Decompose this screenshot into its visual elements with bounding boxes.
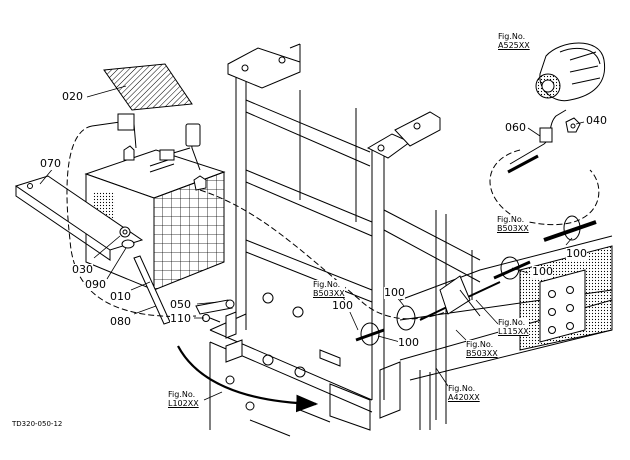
fig-ref-code[interactable]: A525XX [498,41,530,50]
fig-caption: Fig.No. [313,280,341,289]
bolt-110 [202,314,221,323]
fig-caption: Fig.No. [466,340,494,349]
part-label-100-left: 100 [332,299,353,312]
clamp-band-100b [493,256,531,280]
fig-ref-b503-left[interactable]: Fig.No. B503XX [313,280,345,298]
battery-stay-070 [14,175,144,261]
direction-arrow [177,345,319,413]
fig-ref-code[interactable]: L102XX [168,399,199,408]
fig-ref-code[interactable]: B503XX [497,224,529,233]
part-label-050: 050 [170,298,191,311]
fig-ref-code[interactable]: B503XX [313,289,345,298]
fig-ref-b503-lower[interactable]: Fig.No. B503XX [466,340,498,358]
part-label-020: 020 [62,90,83,103]
clamp-band-100d [355,322,385,346]
fig-ref-code[interactable]: B503XX [466,349,498,358]
clamp-band-100c [396,305,416,331]
drawing-code: TD320-050-12 [12,420,63,428]
part-label-040: 040 [586,114,607,127]
part-label-030: 030 [72,263,93,276]
nut-040 [565,117,581,133]
fig-ref-code[interactable]: L115XX [498,327,529,336]
part-label-070: 070 [40,157,61,170]
starter-motor [535,42,606,102]
nut-030 [119,226,131,238]
part-label-100-lower: 100 [398,336,419,349]
starter-cable-060 [507,109,567,174]
fig-caption: Fig.No. [448,384,476,393]
harness-routing [419,275,501,321]
fig-caption: Fig.No. [168,390,196,399]
fig-caption: Fig.No. [497,215,525,224]
chassis-frame [209,43,613,437]
fig-caption: Fig.No. [498,318,526,327]
washer-090 [121,239,135,249]
leader-lines [39,85,585,401]
fig-ref-a420[interactable]: Fig.No. A420XX [448,384,480,402]
battery-cover-020 [103,63,193,111]
part-label-100-mid-right: 100 [532,265,553,278]
fig-ref-l115[interactable]: Fig.No. L115XX [498,318,529,336]
part-label-010: 010 [110,290,131,303]
fig-caption: Fig.No. [498,32,526,41]
part-label-060: 060 [505,121,526,134]
part-label-100-center: 100 [384,286,405,299]
fig-ref-a525[interactable]: Fig.No. A525XX [498,32,530,50]
fig-ref-code[interactable]: A420XX [448,393,480,402]
fig-ref-l102[interactable]: Fig.No. L102XX [168,390,199,408]
part-label-110: 110 [170,312,191,325]
fig-ref-b503-right[interactable]: Fig.No. B503XX [497,215,529,233]
part-label-100-upper-right: 100 [566,247,587,260]
clamp-band-100a [543,215,597,242]
clip-fittings [225,311,243,363]
part-label-080: 080 [110,315,131,328]
part-label-090: 090 [85,278,106,291]
